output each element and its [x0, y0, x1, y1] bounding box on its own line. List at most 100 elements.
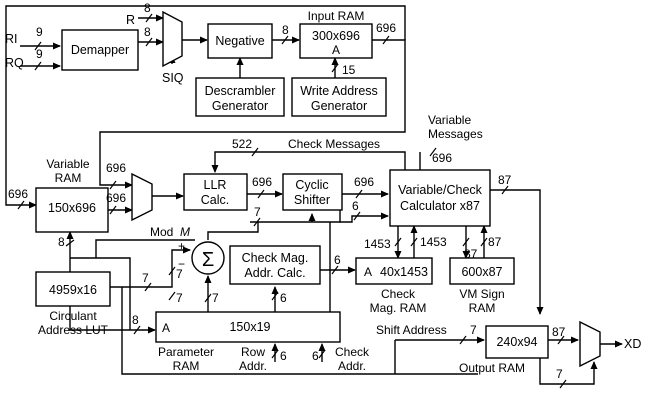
check-addr-line2: Addr.: [338, 359, 366, 373]
w-six-c: 6: [280, 291, 287, 305]
sigma-symbol: Σ: [202, 249, 214, 271]
w-seven-d: 7: [176, 291, 183, 305]
w-ri: 9: [36, 25, 43, 39]
output-ram-block: 240x94 Output RAM: [459, 325, 549, 375]
write-addr-line2: Generator: [311, 99, 367, 113]
lut-size: 4959x16: [49, 283, 97, 297]
vcc-block: Variable/Check Calculator x87: [389, 169, 491, 227]
var-ram-title2: RAM: [55, 171, 82, 185]
rq-label: RQ: [5, 56, 24, 70]
lut-title1: Circulant: [49, 309, 97, 323]
mod-m-label: Mod M: [150, 225, 190, 239]
cyclic-shifter-block: Cyclic Shifter: [282, 173, 343, 211]
vm-sign-ram-block: 600x87 VM Sign RAM: [449, 257, 515, 315]
var-msgs-line2: Messages: [428, 127, 483, 141]
w-out-bus: 87: [498, 173, 512, 187]
w-vs1: 87: [464, 247, 478, 261]
param-ram-title2: RAM: [173, 359, 200, 373]
w-feedback: 7: [556, 367, 563, 381]
vcc-line2: Calculator x87: [400, 199, 480, 213]
w-out2: 87: [552, 325, 566, 339]
w-six-cm: 6: [334, 253, 341, 267]
cmac-line2: Addr. Calc.: [244, 266, 305, 280]
w-shift: 7: [470, 323, 477, 337]
circulant-lut-block: 4959x16 Circulant Address LUT: [35, 271, 111, 337]
w-var-out2: 696: [106, 191, 126, 205]
w-demap: 8: [144, 25, 151, 39]
w-vm-bus: 696: [432, 151, 452, 165]
xd-label: XD: [624, 337, 641, 351]
w-vs2: 87: [488, 235, 502, 249]
r-label: R: [126, 13, 135, 27]
demapper-label: Demapper: [71, 43, 129, 57]
cyclic-line1: Cyclic: [295, 178, 328, 192]
wires: [5, 5, 623, 385]
input-ram-addr-port: A: [332, 43, 340, 57]
out-ram-size: 240x94: [496, 335, 537, 349]
vm-sign-ram-title2: RAM: [469, 301, 496, 315]
row-addr-line2: Addr.: [239, 359, 267, 373]
param-ram-addr: A: [162, 321, 170, 335]
w-seven-llr: 7: [254, 205, 261, 219]
negative-label: Negative: [215, 34, 264, 48]
w-check-bus: 522: [232, 137, 252, 151]
vm-sign-ram-size: 600x87: [461, 265, 502, 279]
check-mag-ram-block: A 40x1453 Check Mag. RAM: [355, 257, 433, 315]
parameter-ram-block: A 150x19 Parameter RAM Row Addr. Check A…: [155, 311, 370, 373]
w-eight-lut: 8: [58, 235, 65, 249]
w-neg: 8: [282, 23, 289, 37]
w-six-row: 6: [280, 349, 287, 363]
w-eight-param: 8: [132, 313, 139, 327]
w-six-vcc: 6: [352, 199, 359, 213]
mod-label: Mod: [150, 225, 173, 239]
cyclic-line2: Shifter: [294, 193, 330, 207]
adder: Σ + −: [178, 239, 225, 275]
w-cm1: 1453: [364, 237, 391, 251]
input-ram-block: Input RAM 300x696 A: [299, 9, 373, 59]
w-llr-cyc: 696: [252, 175, 272, 189]
check-messages-label: Check Messages: [288, 137, 380, 151]
w-rq: 9: [36, 47, 43, 61]
siq-label: SIQ: [162, 71, 184, 85]
w-six-check: 6: [312, 349, 319, 363]
vm-sign-ram-title1: VM Sign: [459, 287, 504, 301]
llr-line1: LLR: [204, 178, 227, 192]
check-mag-addr-calc-block: Check Mag. Addr. Calc.: [229, 245, 321, 285]
write-addr-gen-block: Write Address Generator: [291, 77, 387, 117]
llr-calc-block: LLR Calc.: [183, 173, 248, 211]
descrambler-line2: Generator: [212, 99, 268, 113]
input-ram-title: Input RAM: [308, 9, 365, 23]
var-ram-title1: Variable: [46, 157, 89, 171]
out-ram-title: Output RAM: [459, 361, 525, 375]
w-seven-b: 7: [142, 271, 149, 285]
llr-line2: Calc.: [201, 193, 229, 207]
plus-sign: +: [178, 239, 185, 253]
mod-m-italic: M: [180, 225, 190, 239]
negative-block: Negative: [207, 23, 273, 59]
var-msgs-line1: Variable: [428, 113, 471, 127]
param-ram-title1: Parameter: [158, 345, 214, 359]
signal-names: RI RQ R SIQ XD: [5, 13, 641, 351]
check-mag-ram-addr: A: [364, 265, 372, 279]
output-mux: [579, 320, 601, 368]
w-cm2: 1453: [420, 235, 447, 249]
shift-address-label: Shift Address: [376, 323, 447, 337]
write-addr-line1: Write Address: [300, 84, 378, 98]
var-ram-size: 150x696: [48, 201, 96, 215]
bus-width-labels: 9 9 8 8 8 696 15 696 696 696 696 696 522…: [8, 1, 567, 389]
input-ram-size: 300x696: [312, 29, 360, 43]
var-messages-label: Variable Messages: [428, 113, 483, 141]
variable-ram-block: Variable RAM 150x696: [35, 157, 109, 233]
check-addr-line1: Check: [335, 345, 370, 359]
descrambler-line1: Descrambler: [205, 84, 276, 98]
w-var-in: 696: [8, 187, 28, 201]
check-mag-ram-title1: Check: [381, 287, 416, 301]
check-mag-ram-size: 40x1453: [380, 265, 428, 279]
w-var-out1: 696: [106, 161, 126, 175]
cmac-line1: Check Mag.: [242, 251, 309, 265]
row-addr-line1: Row: [241, 345, 265, 359]
w-seven-c: 7: [176, 267, 183, 281]
check-mag-ram-title2: Mag. RAM: [370, 301, 427, 315]
w-ram-out: 696: [376, 21, 396, 35]
